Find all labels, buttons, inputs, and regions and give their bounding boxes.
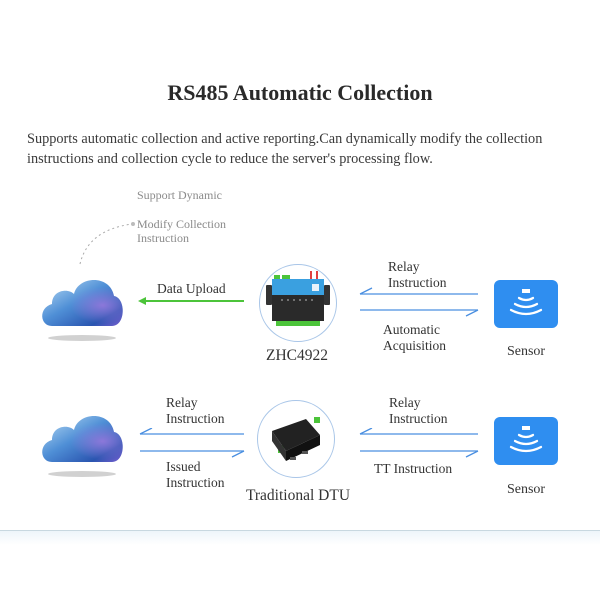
description-line-2: instructions and collection cycle to red… [27, 151, 433, 167]
traditional-dtu-label: Traditional DTU [245, 487, 351, 504]
page-title: RS485 Automatic Collection [167, 80, 433, 105]
bottom-right-relay-label: Relay Instruction [389, 395, 448, 427]
description-line-1: Supports automatic collection and active… [27, 131, 543, 147]
bidirectional-arrow-icon [359, 287, 479, 317]
description: Supports automatic collection and active… [27, 129, 587, 169]
issued-line-2: Instruction [166, 475, 225, 490]
top-relay-line-1: Relay [388, 259, 420, 274]
cloud-icon [42, 280, 123, 341]
bottom-divider [0, 530, 600, 531]
right-relay-line-1: Relay [389, 395, 421, 410]
bottom-divider-glow [0, 531, 600, 545]
traditional-dtu-device [257, 400, 335, 478]
auto-line-1: Automatic [383, 322, 440, 337]
dynamic-note-line-3: Instruction [137, 231, 189, 245]
bottom-left-relay-label: Relay Instruction [166, 395, 225, 427]
issued-instruction-label: Issued Instruction [166, 459, 225, 491]
sensor-bottom-label: Sensor [506, 482, 546, 497]
data-upload-label: Data Upload [157, 281, 226, 296]
dashed-connector-icon [79, 222, 135, 265]
top-relay-label: Relay Instruction [388, 259, 447, 291]
zhc4922-label: ZHC4922 [266, 347, 328, 364]
sensor-icon [509, 289, 543, 316]
issued-line-1: Issued [166, 459, 201, 474]
right-relay-line-2: Instruction [389, 411, 448, 426]
top-relay-line-2: Instruction [388, 275, 447, 290]
sensor-icon [509, 426, 543, 453]
cloud-icon [42, 416, 123, 477]
dtu-device-icon [272, 417, 320, 461]
left-relay-line-2: Instruction [166, 411, 225, 426]
data-upload-arrow-icon [138, 297, 244, 305]
automatic-acquisition-label: Automatic Acquisition [383, 322, 446, 354]
dynamic-note-line-1: Support Dynamic [137, 188, 222, 202]
sensor-bottom [494, 417, 558, 465]
sensor-top-label: Sensor [506, 344, 546, 359]
dynamic-note-line-2: Modify Collection [137, 217, 226, 231]
zhc4922-device-icon [266, 271, 330, 326]
zhc4922-device [259, 264, 337, 342]
bidirectional-arrow-icon [359, 428, 479, 458]
left-relay-line-1: Relay [166, 395, 198, 410]
bidirectional-arrow-icon [139, 428, 245, 458]
auto-line-2: Acquisition [383, 338, 446, 353]
sensor-top [494, 280, 558, 328]
tt-instruction-label: TT Instruction [374, 461, 453, 476]
